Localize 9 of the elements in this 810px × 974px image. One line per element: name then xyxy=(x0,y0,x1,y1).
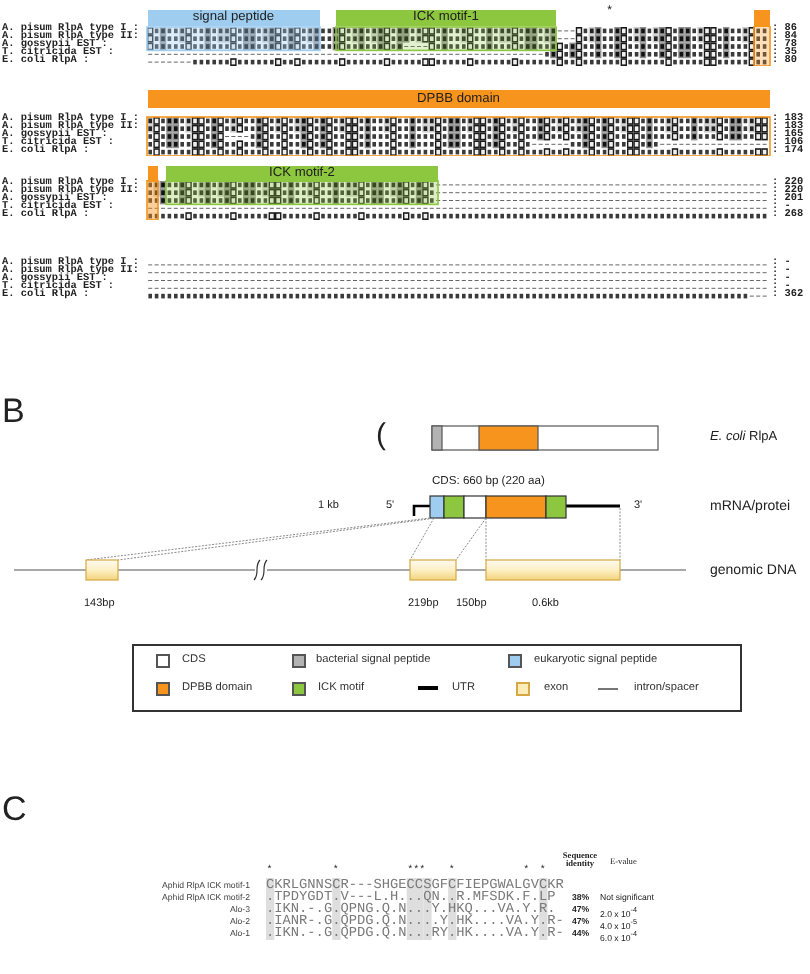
domain-bar xyxy=(147,90,770,107)
parenthesis: ( xyxy=(376,418,386,454)
domain-bar xyxy=(147,9,320,25)
domain-bar xyxy=(166,166,438,181)
domain-bar xyxy=(336,9,556,25)
panel-letter: B xyxy=(2,394,25,430)
domain-bar xyxy=(754,9,770,26)
domain-bar xyxy=(147,166,158,181)
panel-letter: C xyxy=(2,792,27,828)
